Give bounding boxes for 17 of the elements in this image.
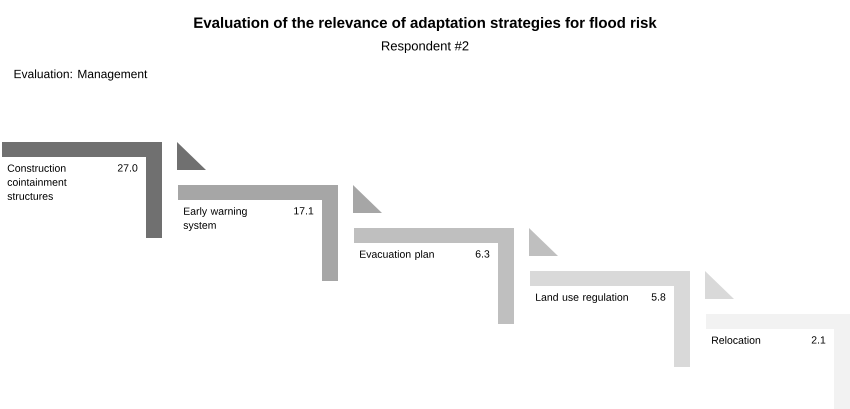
heading: Evaluation: Management [14,69,148,81]
step-value: 17.1 [294,207,314,214]
step-shape [2,142,162,238]
step-label: Construction cointainment structures [8,164,67,200]
step-label: Early warning system [184,207,247,231]
step-label: Relocation [712,336,760,344]
step-value: 6.3 [476,250,490,258]
step-label: Land use regulation [536,293,628,303]
step-value: 2.1 [812,336,826,344]
step-value: 27.0 [118,164,138,172]
title: Evaluation of the relevance of adaptation strategies for flood risk [194,16,657,32]
step-value: 5.8 [652,293,666,301]
step-shape [354,228,514,324]
step-shape [178,185,338,281]
subtitle: Respondent #2 [382,40,468,54]
step-label: Evacuation plan [360,250,434,260]
step-shape [530,271,690,367]
